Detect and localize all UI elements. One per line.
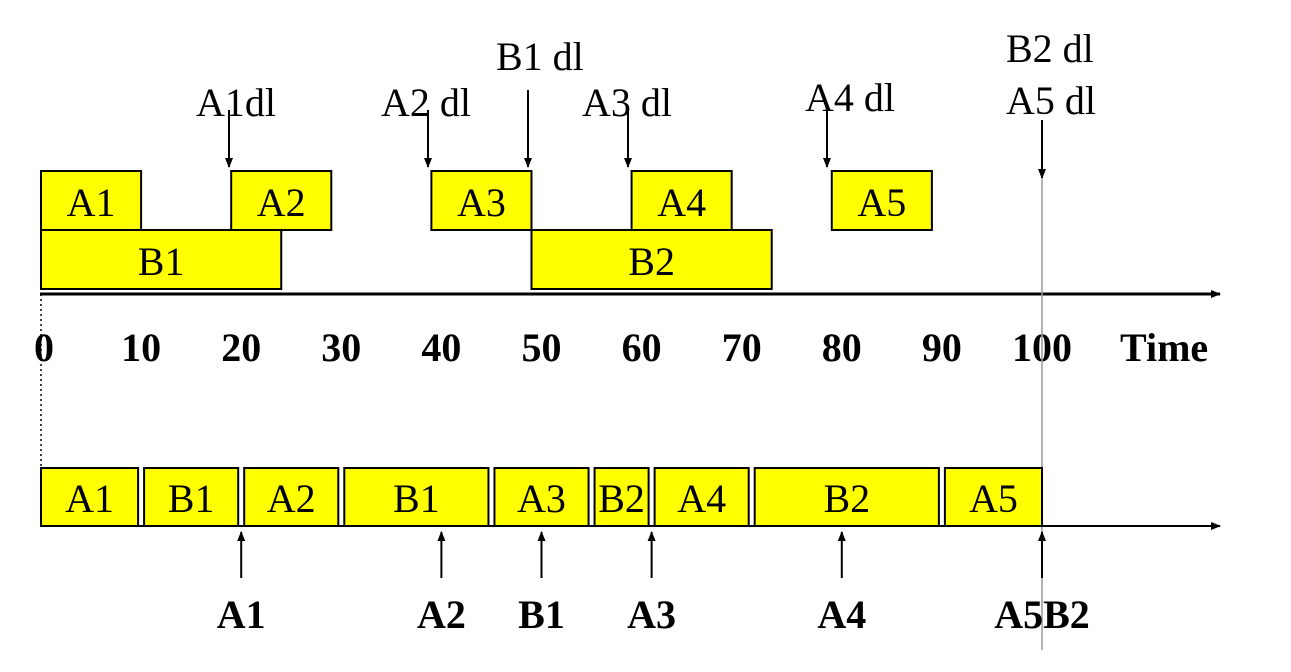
- schedule-box-a1: [40, 467, 140, 527]
- schedule-label-b1: B1: [393, 476, 440, 521]
- schedule-box-b2: [753, 467, 940, 527]
- deadline-label-a2: A2 dl: [381, 80, 471, 125]
- tick-label: 40: [421, 325, 461, 370]
- completion-label-b1: B1: [518, 592, 565, 637]
- deadline-label-a5: A5 dl: [1006, 78, 1096, 123]
- schedule-label-b2: B2: [823, 476, 870, 521]
- completion-label-a5b2: A5B2: [994, 592, 1090, 637]
- deadline-label-a4: A4 dl: [805, 75, 895, 120]
- schedule-box-a2: [243, 467, 340, 527]
- deadline-label-b2: B2 dl: [1006, 26, 1094, 71]
- tick-label: 30: [321, 325, 361, 370]
- request-label-a3: A3: [457, 180, 506, 225]
- axis-title: Time: [1120, 325, 1208, 370]
- request-box-a3: [430, 170, 533, 231]
- tick-label: 90: [922, 325, 962, 370]
- schedule-label-a3: A3: [517, 476, 566, 521]
- tick-label: 50: [522, 325, 562, 370]
- request-box-b1: [40, 229, 283, 290]
- schedule-label-b1: B1: [168, 476, 215, 521]
- schedule-boxes: A1 B1 A2 B1 A3 B2 A4 B2 A5: [40, 467, 1044, 527]
- tick-label: 10: [121, 325, 161, 370]
- schedule-box-b2: [593, 467, 650, 527]
- deadline-label-b1: B1 dl: [496, 34, 584, 79]
- request-box-b2: [530, 229, 773, 290]
- schedule-box-a5: [943, 467, 1044, 527]
- request-box-a1: [40, 170, 143, 231]
- request-label-b1: B1: [138, 239, 185, 284]
- request-label-a4: A4: [657, 180, 706, 225]
- completion-marks: A1 A2 B1 A3 A4 A5B2: [217, 531, 1090, 637]
- schedule-label-a1: A1: [65, 476, 114, 521]
- tick-label: 60: [622, 325, 662, 370]
- tick-label: 20: [221, 325, 261, 370]
- request-label-a5: A5: [857, 180, 906, 225]
- request-label-a2: A2: [257, 180, 306, 225]
- schedule-box-b1: [343, 467, 490, 527]
- request-box-a5: [830, 170, 933, 231]
- request-label-a1: A1: [67, 180, 116, 225]
- deadline-label-a1: A1dl: [196, 80, 276, 125]
- schedule-label-a2: A2: [267, 476, 316, 521]
- completion-label-a4: A4: [817, 592, 866, 637]
- tick-label: 80: [822, 325, 862, 370]
- schedule-label-a5: A5: [969, 476, 1018, 521]
- completion-label-a1: A1: [217, 592, 266, 637]
- schedule-box-a3: [493, 467, 590, 527]
- completion-label-a2: A2: [417, 592, 466, 637]
- tick-label: 0: [34, 325, 54, 370]
- completion-label-a3: A3: [627, 592, 676, 637]
- schedule-box-a4: [653, 467, 750, 527]
- schedule-label-a4: A4: [677, 476, 726, 521]
- request-label-b2: B2: [628, 239, 675, 284]
- tick-label: 70: [722, 325, 762, 370]
- schedule-label-b2: B2: [598, 476, 645, 521]
